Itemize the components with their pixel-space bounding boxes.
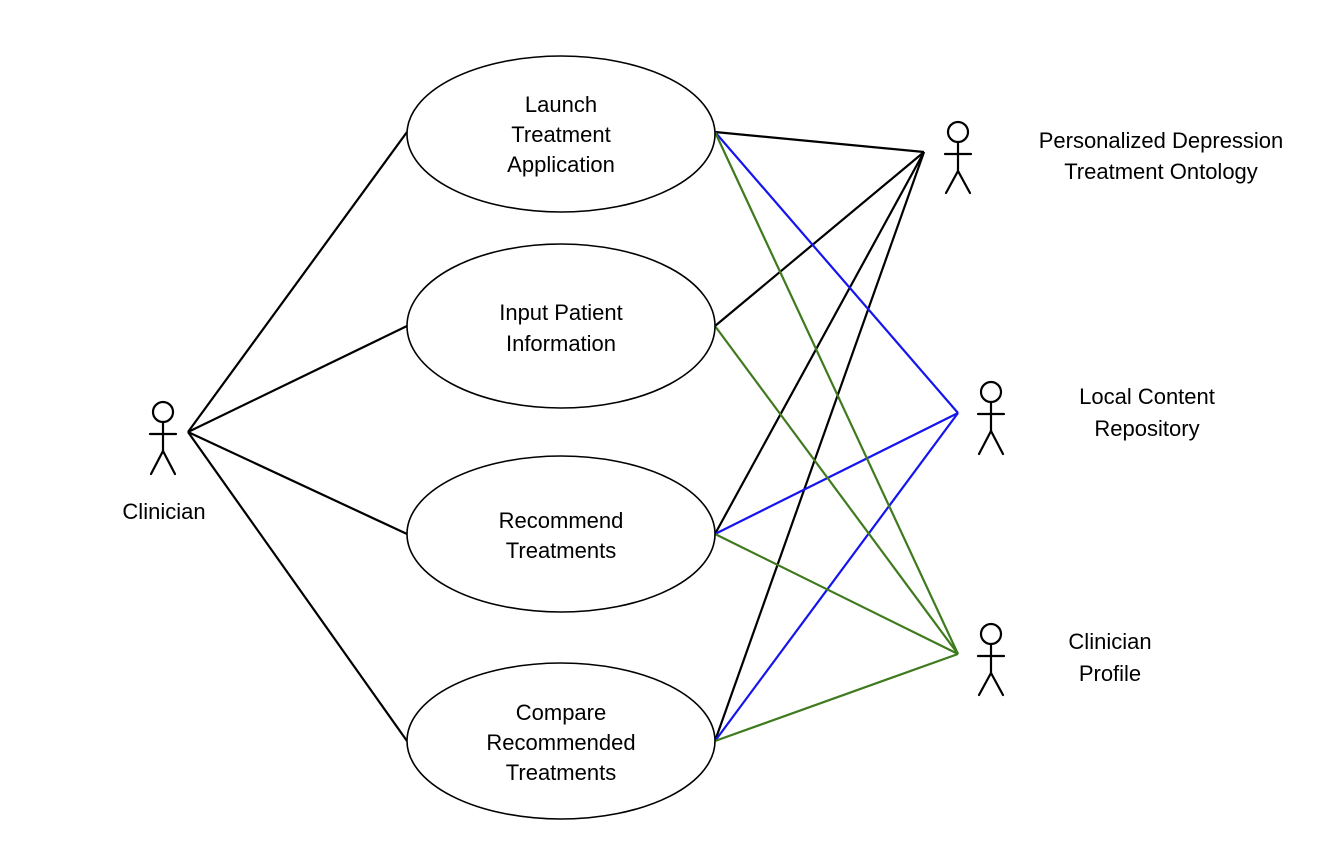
- use-case-label-line: Recommended: [486, 730, 635, 755]
- use-case-label-line: Recommend: [499, 508, 624, 533]
- stick-figure-icon: [976, 380, 1006, 456]
- actor-label-line: Personalized Depression: [1039, 128, 1284, 153]
- actor-clinician-profile[interactable]: Clinician Profile: [976, 622, 1152, 697]
- association-lines: [187, 130, 959, 743]
- actor-local-content-repository[interactable]: Local Content Repository: [976, 380, 1215, 456]
- use-case-input-patient-information[interactable]: Input Patient Information: [406, 243, 716, 409]
- use-case-label-line: Treatments: [506, 760, 616, 785]
- use-case-label-line: Information: [506, 331, 616, 356]
- stick-figure-icon: [976, 622, 1006, 697]
- association-line-compare-ontology: [713, 151, 926, 742]
- use-case-label-line: Compare: [516, 700, 606, 725]
- use-case-ellipse: [406, 55, 716, 213]
- stick-figure-icon: [943, 120, 973, 195]
- use-case-label-line: Application: [507, 152, 615, 177]
- association-line-clinician-compare: [187, 431, 408, 742]
- association-line-launch-profile: [714, 131, 959, 655]
- use-case-launch-treatment-application[interactable]: Launch Treatment Application: [406, 55, 716, 213]
- use-case-label-line: Treatments: [506, 538, 616, 563]
- use-case-recommend-treatments[interactable]: Recommend Treatments: [406, 455, 716, 613]
- association-line-recommend-ontology: [714, 151, 925, 535]
- actor-label-line: Treatment Ontology: [1064, 159, 1258, 184]
- association-line-clinician-recommend: [187, 431, 408, 535]
- actor-label-line: Clinician: [122, 499, 205, 524]
- use-case-compare-recommended-treatments[interactable]: Compare Recommended Treatments: [406, 662, 716, 820]
- use-case-label-line: Launch: [525, 92, 597, 117]
- actor-personalized-depression-treatment-ontology[interactable]: Personalized Depression Treatment Ontolo…: [943, 120, 1284, 195]
- association-line-clinician-launch: [187, 131, 408, 433]
- use-case-ellipse: [406, 243, 716, 409]
- association-line-recommend-profile: [714, 533, 959, 655]
- use-case-ellipse: [406, 455, 716, 613]
- association-line-launch-repository: [714, 131, 959, 414]
- association-line-compare-profile: [714, 652, 959, 743]
- actor-label-line: Local Content: [1079, 384, 1215, 409]
- association-line-clinician-input: [187, 325, 408, 433]
- association-line-recommend-repository: [714, 412, 959, 535]
- actor-label-line: Clinician: [1068, 629, 1151, 654]
- use-case-ellipse: [406, 662, 716, 820]
- association-line-compare-repository: [714, 412, 959, 742]
- association-line-launch-ontology: [714, 130, 925, 154]
- actor-clinician[interactable]: Clinician: [122, 400, 206, 524]
- association-line-input-profile: [714, 325, 959, 655]
- use-case-label-line: Input Patient: [499, 300, 623, 325]
- actor-label-line: Repository: [1094, 416, 1199, 441]
- stick-figure-icon: [148, 400, 178, 476]
- use-case-label-line: Treatment: [511, 122, 610, 147]
- association-line-input-ontology: [714, 151, 925, 327]
- actor-label-line: Profile: [1079, 661, 1141, 686]
